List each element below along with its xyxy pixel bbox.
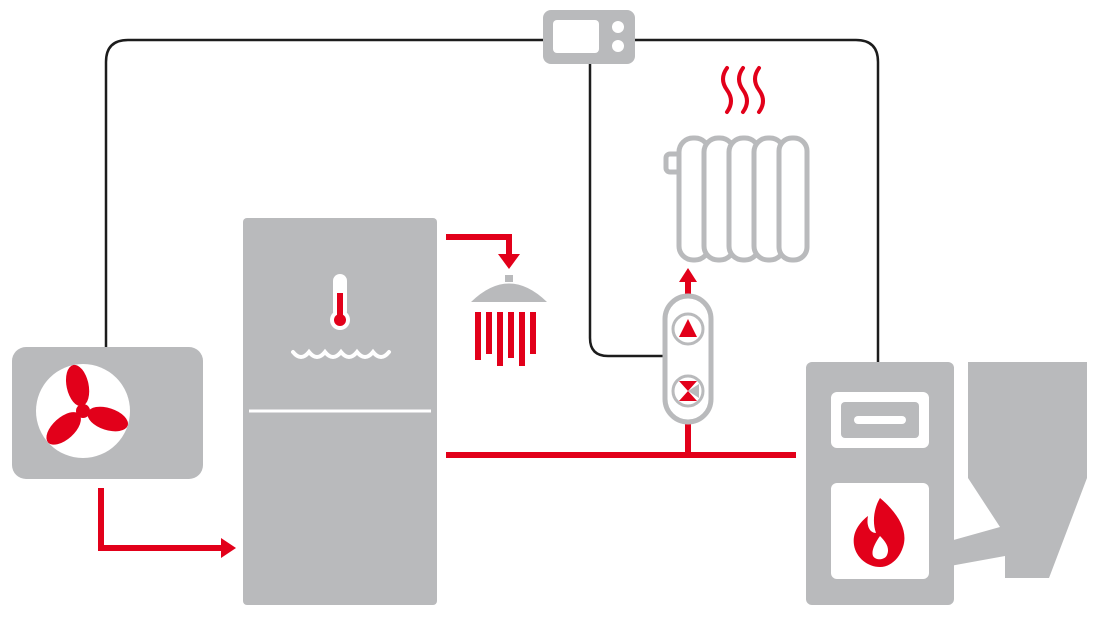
pellet-boiler [806,362,954,605]
control-line-heat-pump [104,38,545,350]
controller-knob-icon [612,40,624,52]
heat-waves-icon [721,66,765,114]
radiator [663,66,810,263]
boiler-display [854,416,906,424]
heat-pump-unit [12,347,203,479]
arrow-up-icon [679,268,697,282]
flow-tank-to-shower [446,234,520,269]
arrow-down-icon [498,254,520,269]
radiator-icon [663,135,810,263]
flow-supply-line [446,420,796,458]
room-controller [543,10,635,64]
control-line-pump [588,64,666,358]
controller-knob-icon [612,21,624,33]
water-waves-icon [291,348,391,359]
pellet-hopper [950,362,1087,578]
shower-icon [471,275,547,302]
hopper-icon [950,362,1087,578]
flow-heat-pump-to-tank [98,488,236,558]
water-streams-icon [475,312,536,366]
control-wiring [104,38,880,363]
shower [471,275,547,366]
fan-icon [46,364,128,445]
valve-icon [671,374,705,408]
pump-icon [671,312,705,346]
controller-display [553,20,599,53]
control-line-boiler [634,38,880,363]
flow-pump-to-radiator [679,268,697,294]
arrow-right-icon [221,538,236,558]
water-storage-tank [243,218,437,605]
thermometer-icon [330,274,350,330]
pump-group [662,293,714,425]
flame-icon [853,498,905,567]
